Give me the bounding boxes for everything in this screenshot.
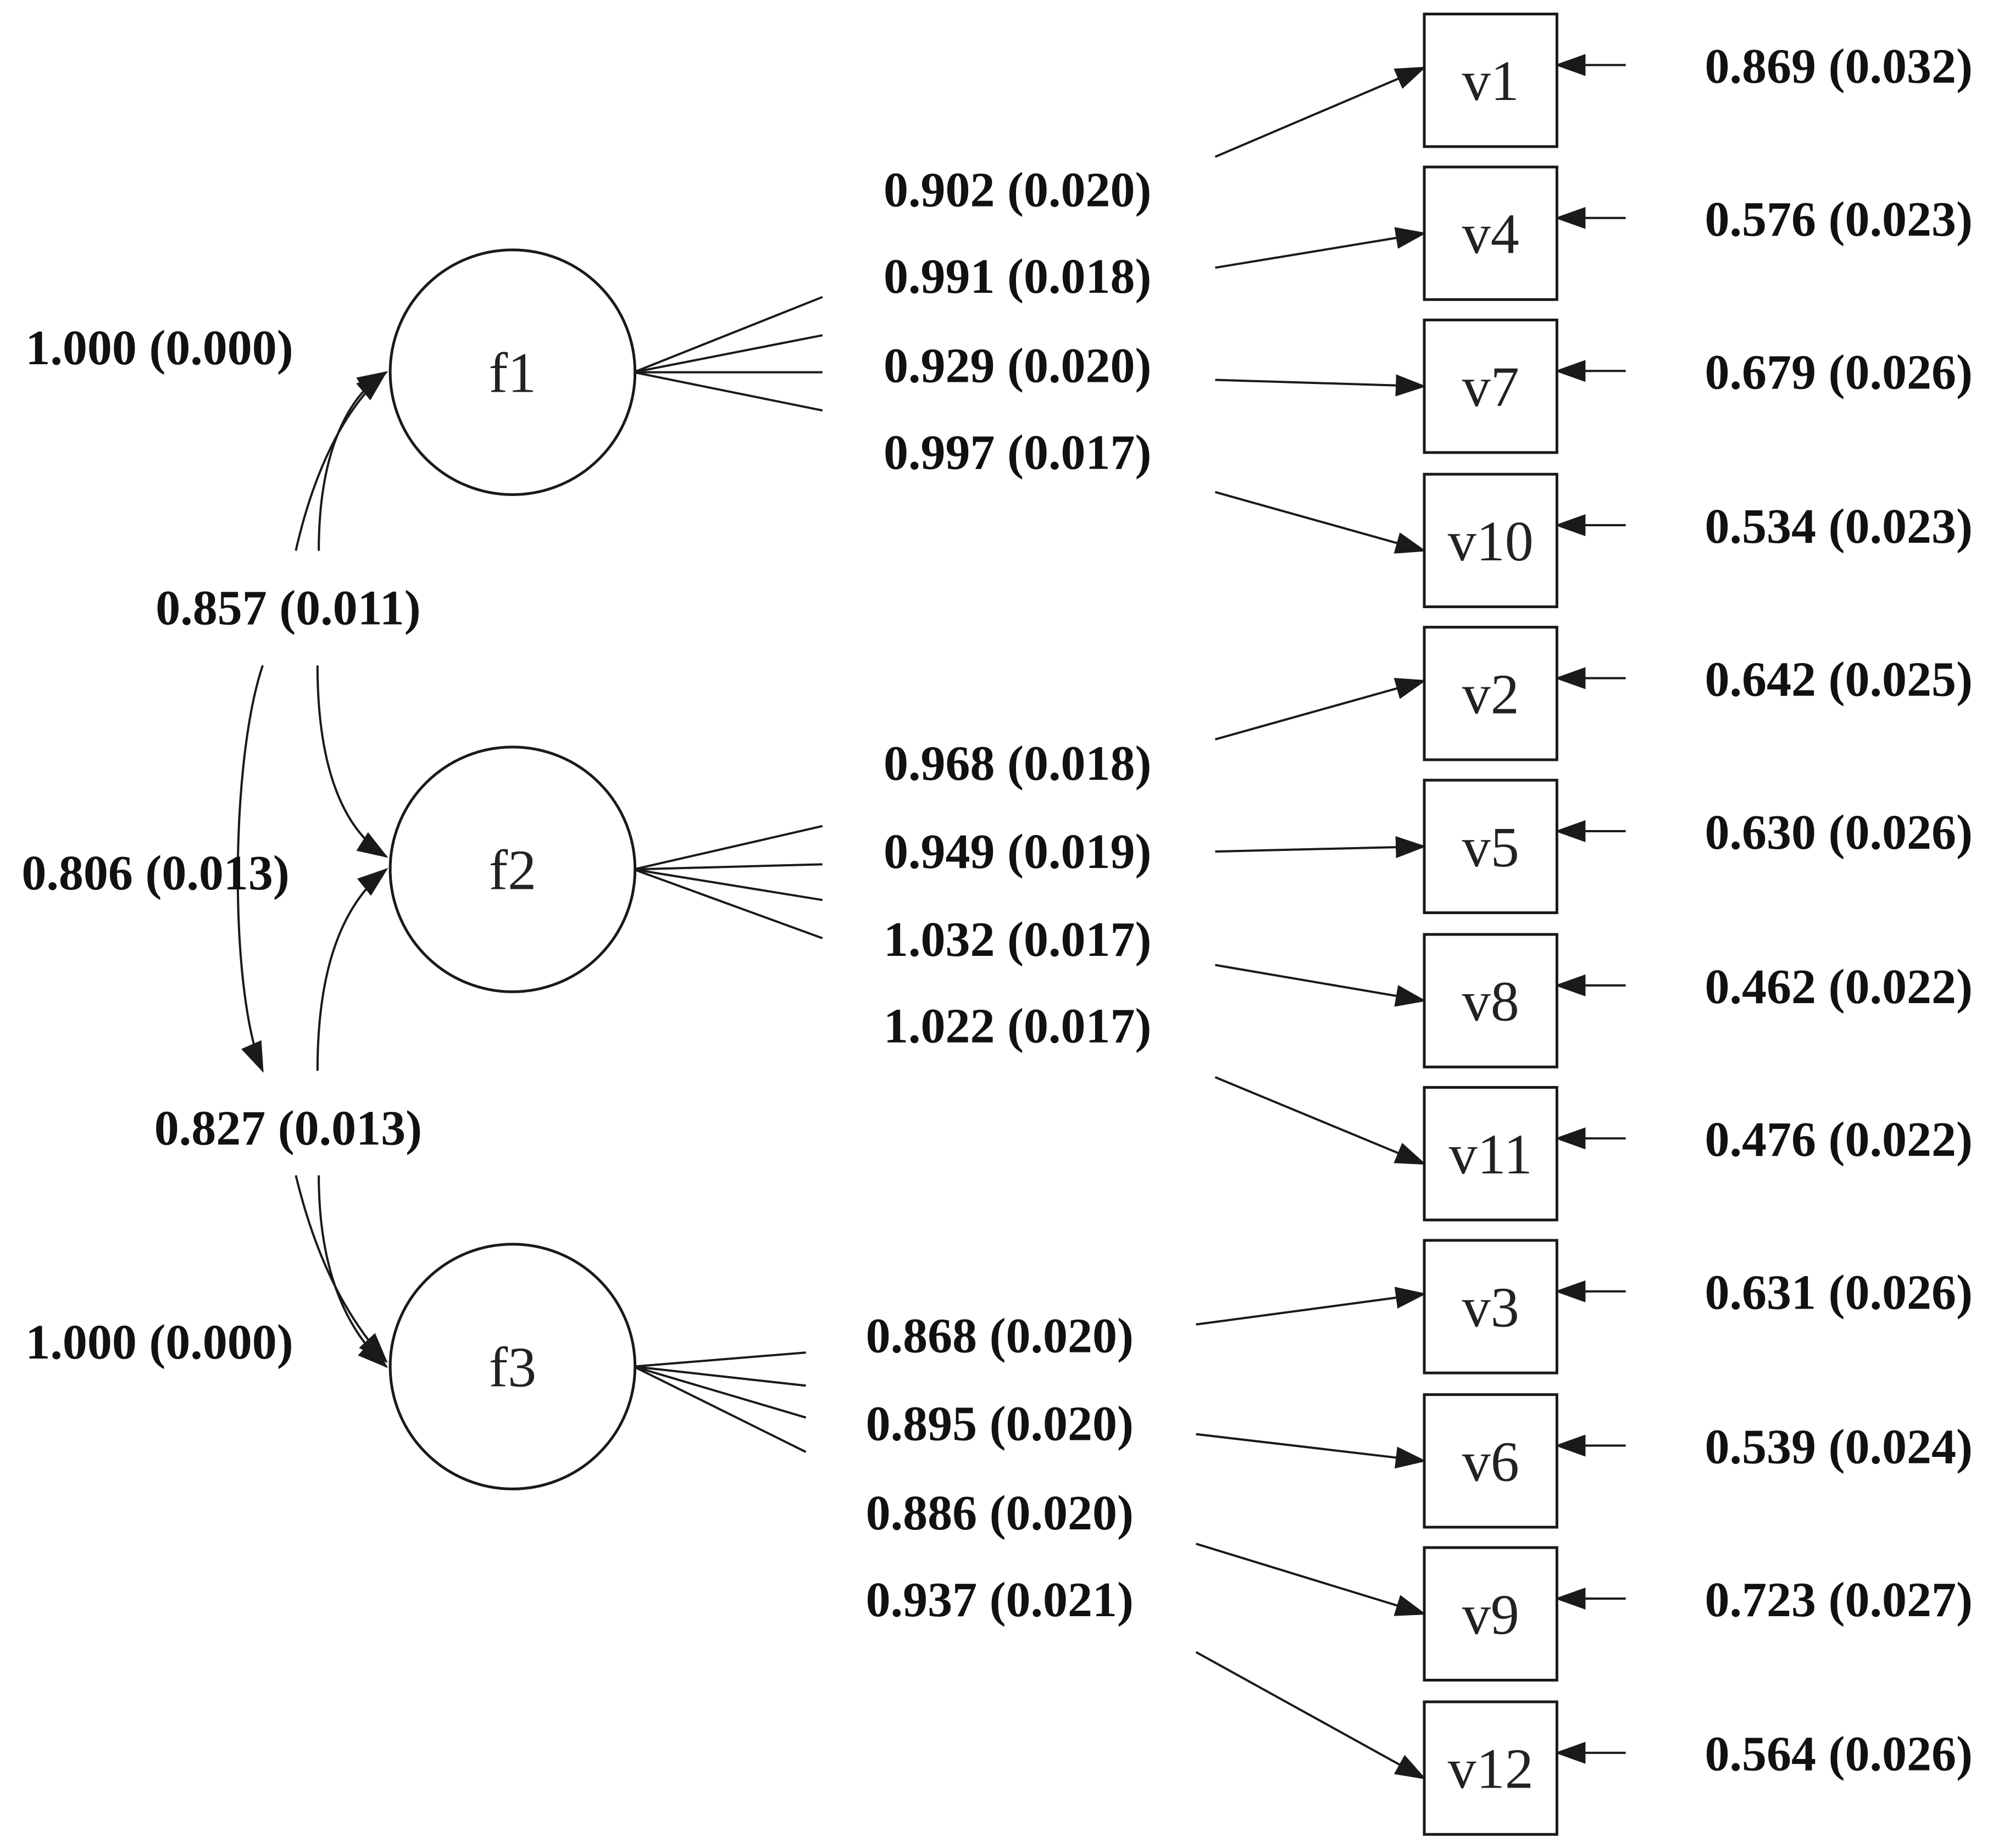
indicator-node-v3 xyxy=(1423,1239,1558,1374)
loading-arrow xyxy=(1214,677,1426,741)
residual-label: 0.679 (0.026) xyxy=(1705,345,1972,399)
loading-arrow xyxy=(1196,1433,1427,1469)
factor-node-f2 xyxy=(388,745,637,993)
loading-arrow xyxy=(1196,1543,1426,1616)
indicator-label: v2 xyxy=(1462,663,1519,726)
factor-variance-label: 1.000 (0.000) xyxy=(25,321,293,375)
covariance-arc xyxy=(319,1176,390,1370)
indicator-node-v2 xyxy=(1423,626,1558,761)
loading-label: 0.902 (0.020) xyxy=(884,163,1151,217)
loading-label: 0.968 (0.018) xyxy=(884,737,1151,791)
loading-arrow xyxy=(1214,491,1426,554)
residual-label: 0.539 (0.024) xyxy=(1705,1420,1972,1474)
indicator-label: v8 xyxy=(1462,970,1519,1033)
loading-arrow xyxy=(1214,1076,1426,1165)
indicator-node-v10 xyxy=(1423,472,1558,609)
covariance-label: 0.806 (0.013) xyxy=(21,846,289,900)
indicator-label: v3 xyxy=(1462,1276,1519,1339)
covariance-arc xyxy=(296,370,389,551)
indicator-node-v4 xyxy=(1423,165,1558,301)
loading-label: 0.929 (0.020) xyxy=(884,339,1151,393)
loading-stub xyxy=(633,371,823,412)
covariance-arc xyxy=(213,665,263,1076)
loading-stub xyxy=(633,825,823,871)
loading-arrow xyxy=(1215,374,1427,397)
loading-stub xyxy=(633,868,823,901)
indicator-node-v7 xyxy=(1423,318,1558,454)
loading-arrow xyxy=(1215,227,1426,269)
indicator-label: v12 xyxy=(1448,1738,1534,1801)
covariance-arcs xyxy=(213,369,391,1370)
loading-label: 1.032 (0.017) xyxy=(884,912,1151,967)
loading-arrow xyxy=(1215,836,1427,859)
residual-label: 0.723 (0.027) xyxy=(1705,1573,1972,1627)
loading-stub xyxy=(634,863,823,871)
indicator-node-v6 xyxy=(1423,1393,1558,1529)
indicator-label: v9 xyxy=(1462,1583,1519,1646)
indicator-node-v1 xyxy=(1423,13,1558,148)
loading-label: 0.949 (0.019) xyxy=(884,825,1151,879)
loading-paths xyxy=(633,54,1626,1780)
residual-label: 0.476 (0.022) xyxy=(1705,1112,1972,1167)
nodes xyxy=(388,13,1558,1836)
loading-label: 0.895 (0.020) xyxy=(866,1397,1134,1451)
loading-label: 0.886 (0.020) xyxy=(866,1486,1134,1540)
residual-label: 0.534 (0.023) xyxy=(1705,499,1972,554)
indicator-label: v4 xyxy=(1462,203,1519,266)
covariance-arc xyxy=(319,369,391,551)
covariance-arc xyxy=(318,866,391,1071)
covariance-label: 0.857 (0.011) xyxy=(156,581,420,636)
factor-variance-label: 1.000 (0.000) xyxy=(25,1315,293,1370)
indicator-node-v12 xyxy=(1423,1700,1558,1836)
factor-node-f1 xyxy=(388,248,637,496)
loading-stub xyxy=(634,1351,806,1368)
loading-stub xyxy=(633,1365,807,1419)
loading-arrow xyxy=(1215,964,1426,1007)
covariance-arc xyxy=(296,1176,390,1366)
indicator-label: v1 xyxy=(1462,49,1519,113)
residual-label: 0.642 (0.025) xyxy=(1705,653,1972,707)
loading-stub xyxy=(633,334,823,374)
covariance-label: 0.827 (0.013) xyxy=(154,1101,422,1155)
indicator-node-v9 xyxy=(1423,1546,1558,1682)
residual-label: 0.869 (0.032) xyxy=(1705,39,1972,93)
residual-label: 0.631 (0.026) xyxy=(1705,1266,1972,1320)
covariance-arc xyxy=(318,665,391,860)
factor-node-f3 xyxy=(388,1243,637,1490)
residual-label: 0.630 (0.026) xyxy=(1705,805,1972,860)
loading-arrow xyxy=(1214,66,1426,158)
loading-stub xyxy=(633,296,823,374)
indicator-node-v8 xyxy=(1423,933,1558,1068)
loading-arrow xyxy=(1195,1651,1426,1780)
residual-label: 0.576 (0.023) xyxy=(1705,192,1972,247)
residual-label: 0.564 (0.026) xyxy=(1705,1727,1972,1782)
loading-stub xyxy=(634,1365,806,1387)
loading-label: 1.022 (0.017) xyxy=(884,999,1151,1054)
labels: f1 1.000 (0.000) f2 f3 1.000 (0.000) 0.857 (0… xyxy=(21,39,1973,1800)
indicator-node-v5 xyxy=(1423,778,1558,915)
loading-label: 0.997 (0.017) xyxy=(884,425,1151,480)
loading-stub xyxy=(633,1365,807,1453)
loading-label: 0.991 (0.018) xyxy=(884,249,1151,304)
indicator-label: v5 xyxy=(1462,816,1519,879)
indicator-node-v11 xyxy=(1423,1086,1558,1222)
indicator-label: v6 xyxy=(1462,1430,1519,1493)
factor-label: f2 xyxy=(489,839,537,902)
indicator-label: v7 xyxy=(1462,355,1519,419)
loading-stub xyxy=(633,868,823,939)
indicator-label: v10 xyxy=(1448,510,1534,573)
loading-label: 0.868 (0.020) xyxy=(866,1309,1134,1363)
residual-label: 0.462 (0.022) xyxy=(1705,960,1972,1014)
loading-arrow xyxy=(1196,1287,1427,1326)
factor-label: f3 xyxy=(489,1336,537,1399)
indicator-label: v11 xyxy=(1449,1123,1533,1186)
factor-label: f1 xyxy=(489,342,537,405)
loading-label: 0.937 (0.021) xyxy=(866,1573,1134,1627)
